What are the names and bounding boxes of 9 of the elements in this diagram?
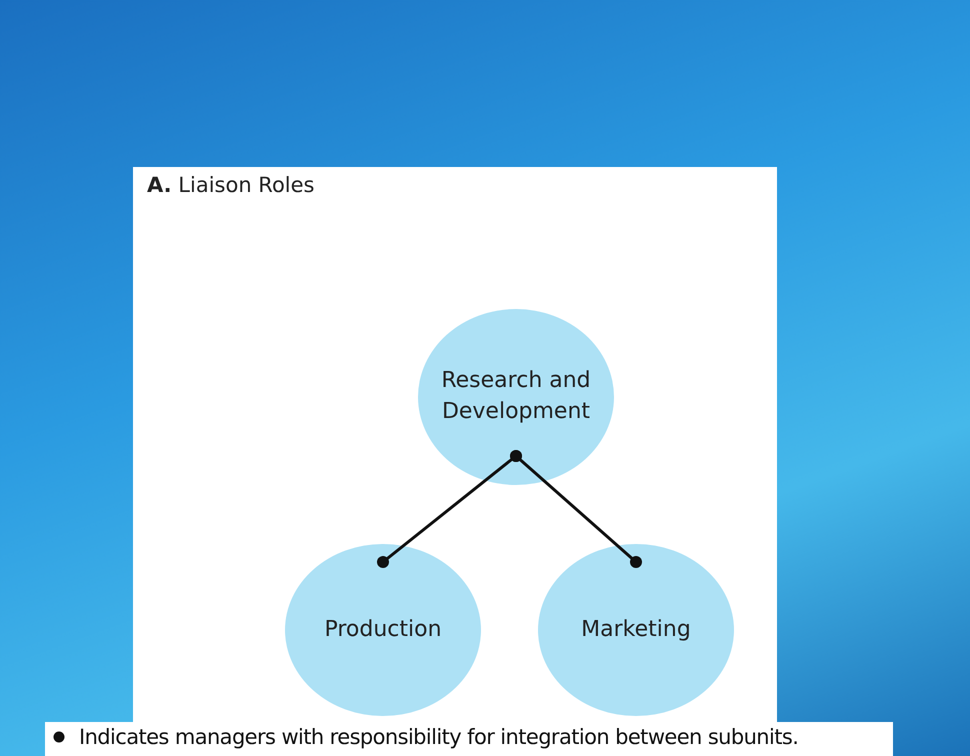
diagram-title: A. Liaison Roles: [147, 173, 315, 197]
department-circle: [418, 309, 614, 485]
connector-line: [510, 450, 642, 568]
node-label: Production: [324, 616, 442, 644]
legend-text: Indicates managers with responsibility for integration between subunits.: [79, 725, 798, 749]
node-label: Research and Development: [440, 367, 592, 426]
department-circle: [538, 544, 734, 716]
node-label: Marketing: [581, 616, 691, 644]
department-circle: [285, 544, 481, 716]
